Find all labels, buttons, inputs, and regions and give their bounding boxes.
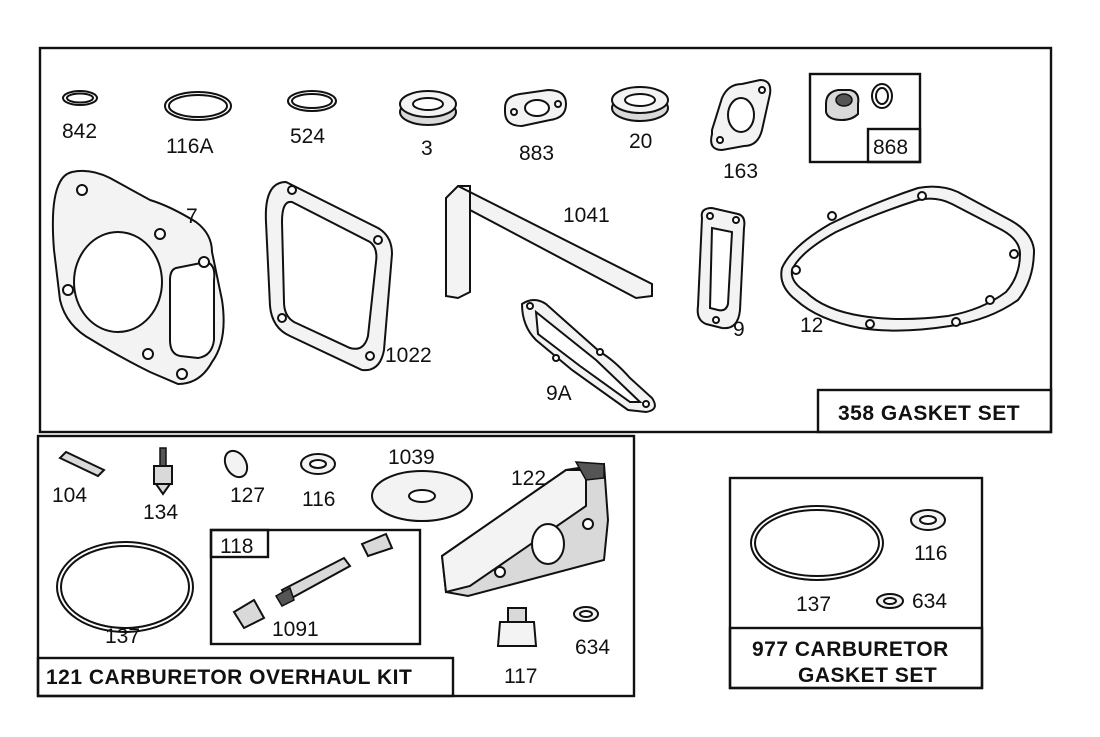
part-127: 127: [223, 449, 265, 507]
part-868-label: 868: [873, 136, 908, 159]
part-1022: 1022: [264, 180, 432, 372]
part-7-head-gasket: 7: [51, 169, 225, 386]
part-20-label: 20: [629, 130, 652, 153]
part-3-label: 3: [421, 137, 433, 160]
part-868-box: [808, 72, 922, 164]
part-104-pin: 104: [52, 450, 106, 507]
part-116a: 116A: [164, 91, 232, 158]
gasket-set-title-box: [816, 388, 1053, 434]
part-117-jet: 117: [496, 607, 537, 688]
part-20-seal: 20: [611, 86, 669, 153]
part-137-label: 137: [105, 625, 140, 648]
part-1039-label: 1039: [388, 446, 435, 469]
part-1091-screw: 1091: [232, 532, 394, 641]
part-524-label: 524: [290, 125, 325, 148]
overhaul-kit-title: 121 CARBURETOR OVERHAUL KIT: [46, 666, 412, 689]
overhaul-kit-panel: 121 CARBURETOR OVERHAUL KIT 104 134 127 …: [36, 434, 636, 698]
part-134-label: 134: [143, 501, 178, 524]
part-116a-label: 116A: [166, 135, 214, 158]
overhaul-kit-title-box: [36, 656, 455, 698]
part-12-crankcase-gasket: 12: [780, 185, 1036, 337]
part-1039-disc: 1039: [371, 446, 473, 522]
carb-gasket-set-title-box: [728, 626, 984, 690]
part-116-set-label: 116: [914, 542, 947, 565]
part-524: 524: [287, 90, 337, 148]
part-1091-label: 1091: [272, 618, 319, 641]
carb-gasket-set-title-line1: 977 CARBURETOR: [752, 638, 949, 661]
part-883: 883: [504, 88, 568, 165]
part-3-seal: 3: [399, 90, 457, 160]
part-137-oring-set: 137: [750, 505, 884, 616]
part-9a-label: 9A: [546, 382, 572, 405]
part-868: 868: [825, 83, 908, 159]
gasket-set-title: 358 GASKET SET: [838, 402, 1020, 425]
part-1041: 1041: [445, 185, 653, 300]
part-122-label: 122: [511, 467, 546, 490]
part-9a: 9A: [520, 299, 656, 414]
part-118-label: 118: [220, 535, 253, 558]
part-9-label: 9: [733, 318, 745, 341]
part-12-label: 12: [800, 314, 823, 337]
part-118-box: [209, 528, 422, 646]
part-634-washer: 634: [573, 606, 610, 659]
part-134-needle: 134: [143, 447, 178, 524]
part-163-label: 163: [723, 160, 758, 183]
part-1041-label: 1041: [563, 204, 610, 227]
carb-gasket-set-panel: 977 CARBURETOR GASKET SET 137 116 634: [728, 476, 984, 690]
part-118-label-box: [209, 528, 270, 559]
part-116-label: 116: [302, 488, 335, 511]
part-137-set-label: 137: [796, 593, 831, 616]
part-7-label: 7: [186, 205, 198, 228]
part-117-label: 117: [504, 665, 537, 688]
part-1022-label: 1022: [385, 344, 432, 367]
part-842: 842: [62, 90, 98, 143]
part-137-oring: 137: [56, 541, 194, 648]
part-634-label: 634: [575, 636, 610, 659]
part-842-label: 842: [62, 120, 97, 143]
carb-gasket-set-title-line2: GASKET SET: [798, 664, 937, 687]
part-122-block: 122: [440, 461, 610, 598]
part-9: 9: [696, 206, 746, 341]
part-163: 163: [710, 78, 772, 183]
gasket-set-frame: [38, 46, 1053, 434]
part-883-label: 883: [519, 142, 554, 165]
part-868-label-box: [866, 127, 922, 164]
part-116-washer: 116: [300, 453, 336, 511]
part-116-set-washer: 116: [910, 509, 947, 565]
part-104-label: 104: [52, 484, 87, 507]
part-634-set-washer: 634: [876, 590, 947, 613]
gasket-set-panel: 358 GASKET SET 842 116A 524 3: [38, 46, 1053, 434]
part-127-label: 127: [230, 484, 265, 507]
part-634-set-label: 634: [912, 590, 947, 613]
